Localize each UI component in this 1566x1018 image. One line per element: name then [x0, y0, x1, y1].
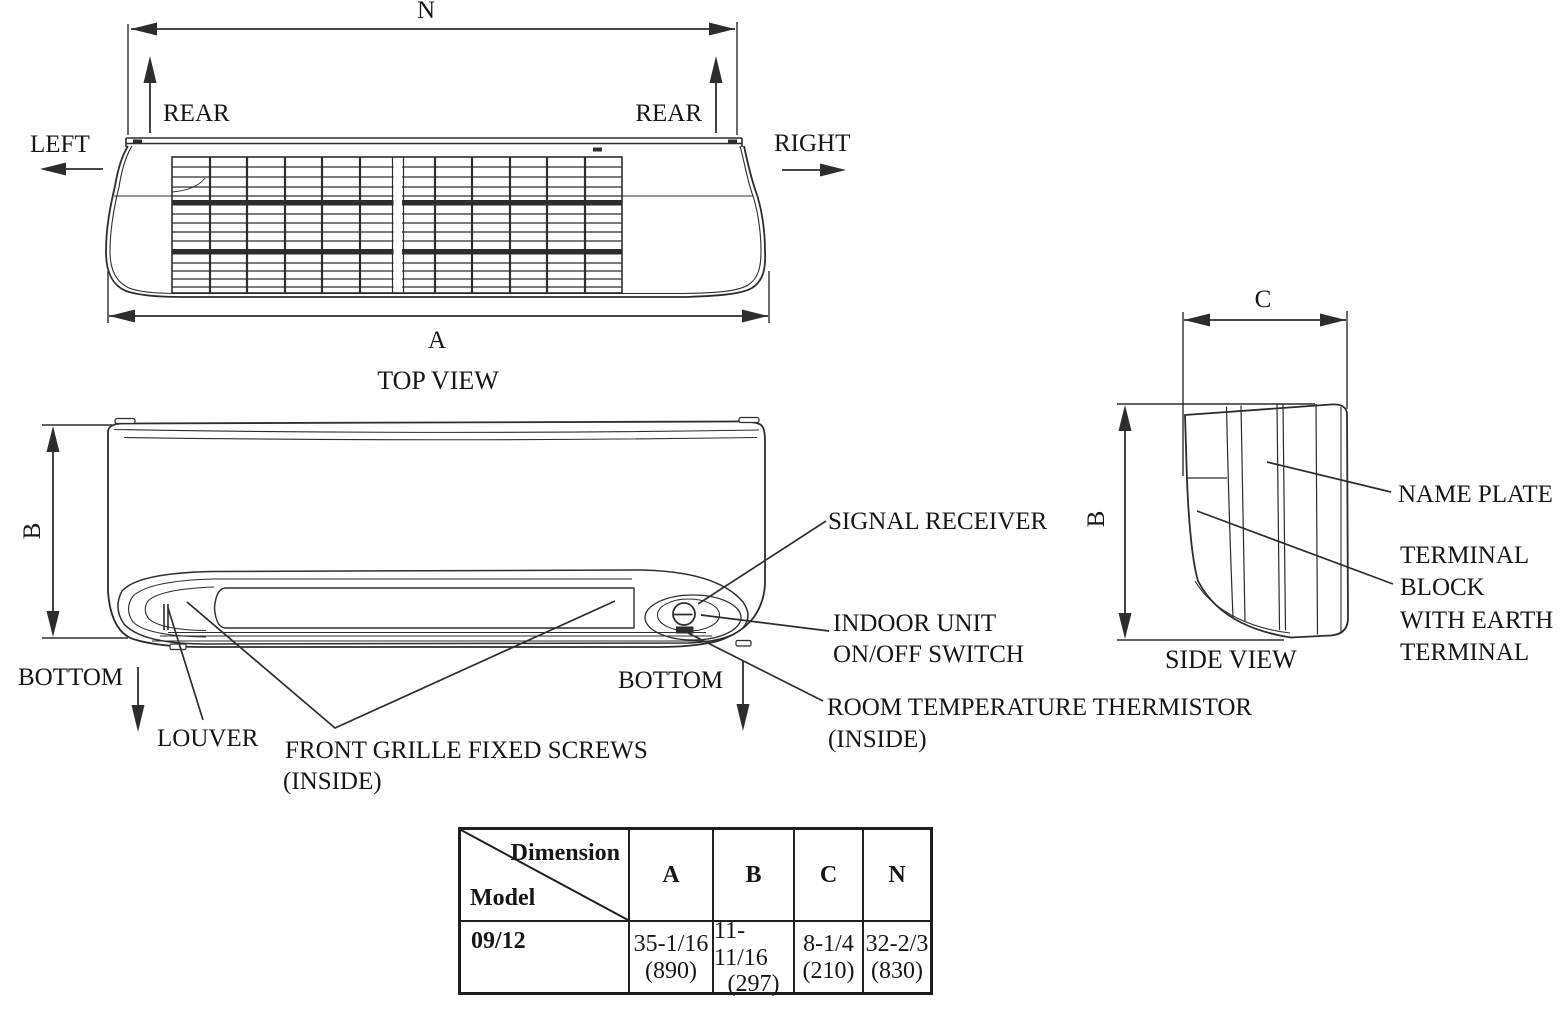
right-label: RIGHT	[774, 130, 850, 157]
terminal-label-line1: TERMINAL	[1400, 542, 1529, 569]
model-cell: 09/12	[471, 928, 526, 954]
side-view	[1117, 311, 1394, 641]
terminal-label-line4: TERMINAL	[1400, 639, 1529, 666]
corner-label-model: Model	[470, 885, 536, 911]
dimension-n	[127, 22, 738, 135]
rear-arrow-left	[143, 56, 157, 133]
thermistor-leader	[687, 632, 824, 702]
switch-leader	[700, 614, 830, 632]
top-view-unit-outline	[105, 137, 767, 298]
signal-receiver-leader	[697, 520, 827, 605]
top-view	[40, 22, 846, 323]
value-n-inches: 32-2/3	[865, 931, 929, 958]
value-a-mm: (890)	[645, 958, 697, 984]
thermistor-window	[676, 626, 694, 634]
corner-diagonal	[461, 830, 628, 920]
louver-label: LOUVER	[157, 725, 259, 752]
top-view-caption: TOP VIEW	[377, 366, 499, 395]
dim-label-a: A	[428, 327, 446, 354]
bottom-label-right: BOTTOM	[618, 667, 723, 694]
table-corner-cell: Dimension Model	[461, 830, 628, 920]
dimension-c	[1182, 311, 1348, 476]
bottom-arrow-right	[736, 661, 750, 731]
dimension-b-front	[42, 424, 128, 639]
value-n-mm: (830)	[871, 958, 923, 984]
table-header-row: Dimension Model A B C N	[461, 830, 930, 920]
front-view-unit-outline	[107, 416, 766, 651]
value-a-inches: 35-1/16	[633, 931, 709, 958]
column-header-n: N	[862, 830, 930, 920]
on-off-switch	[672, 602, 696, 626]
name-plate-label: NAME PLATE	[1398, 481, 1553, 508]
dimension-b-side	[1117, 403, 1315, 641]
rear-arrow-right	[709, 56, 723, 133]
bottom-label-left: BOTTOM	[18, 664, 123, 691]
column-header-b: B	[712, 830, 793, 920]
value-cell-a: 35-1/16(890)	[628, 922, 712, 994]
front-view	[42, 416, 830, 732]
front-view-leaders	[167, 520, 830, 729]
screws-label-line1: FRONT GRILLE FIXED SCREWS	[285, 737, 648, 764]
value-b-inches: 11-11/16	[714, 917, 768, 971]
thermistor-label-line1: ROOM TEMPERATURE THERMISTOR	[827, 694, 1252, 721]
corner-label-dimension: Dimension	[510, 840, 620, 866]
top-view-grille	[171, 156, 623, 294]
value-cell-n: 32-2/3(830)	[862, 922, 930, 994]
name-plate-leader	[1266, 461, 1392, 493]
side-view-leaders	[1196, 461, 1394, 585]
screws-leader	[186, 600, 616, 729]
value-c-mm: (210)	[802, 958, 855, 984]
column-header-c: C	[793, 830, 862, 920]
dim-label-b-front: B	[19, 523, 46, 540]
dim-label-c: C	[1255, 286, 1272, 313]
bottom-arrow-left	[131, 667, 145, 732]
value-c-inches: 8-1/4	[803, 931, 854, 958]
left-label: LEFT	[30, 131, 90, 158]
rear-label-left: REAR	[163, 100, 230, 127]
switch-label-line1: INDOOR UNIT	[833, 610, 996, 637]
table-row: 09/12 35-1/16(890) 11-11/16(297) 8-1/4(2…	[461, 918, 930, 997]
right-arrow	[782, 163, 846, 177]
side-view-unit-outline	[1184, 403, 1349, 639]
terminal-label-line2: BLOCK	[1400, 574, 1485, 601]
louver-leader	[167, 607, 204, 721]
value-b-mm: (297)	[727, 971, 780, 998]
dim-label-n: N	[417, 0, 435, 24]
dimension-table: Dimension Model A B C N 09/12 35-1/16(89…	[458, 827, 933, 997]
side-view-caption: SIDE VIEW	[1165, 645, 1297, 674]
left-arrow	[40, 162, 103, 176]
signal-receiver-label: SIGNAL RECEIVER	[828, 508, 1048, 535]
dim-label-b-side: B	[1083, 511, 1110, 528]
switch-label-line2: ON/OFF SWITCH	[833, 641, 1024, 668]
value-cell-c: 8-1/4(210)	[793, 922, 862, 994]
labels: N REAR REAR LEFT RIGHT A TOP VIEW B BOTT…	[18, 0, 1553, 795]
terminal-block-leader	[1196, 510, 1394, 585]
column-header-a: A	[628, 830, 712, 920]
rear-label-right: REAR	[635, 100, 702, 127]
value-cell-b: 11-11/16(297)	[712, 918, 793, 997]
control-panel-oval	[644, 594, 742, 641]
screws-label-line2: (INSIDE)	[283, 768, 382, 795]
terminal-label-line3: WITH EARTH	[1400, 607, 1553, 634]
thermistor-label-line2: (INSIDE)	[828, 726, 927, 753]
dimension-a	[107, 271, 770, 323]
front-view-bottom-panel	[117, 569, 749, 645]
